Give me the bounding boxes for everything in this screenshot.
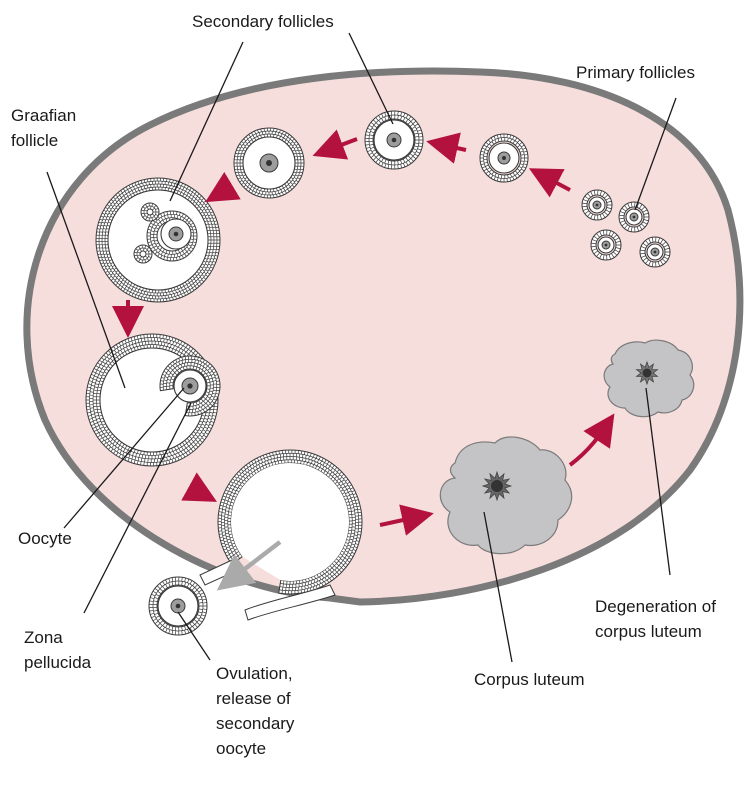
label-degeneration-1: Degeneration of	[595, 597, 716, 616]
primary-follicle-4	[640, 237, 670, 267]
secondary-follicle-medium	[365, 111, 423, 169]
primary-follicle-3	[591, 230, 621, 260]
label-ovulation-3: secondary	[216, 714, 295, 733]
label-secondary-follicles: Secondary follicles	[192, 12, 334, 31]
label-zona-2: pellucida	[24, 653, 92, 672]
corpus-luteum	[440, 437, 571, 554]
degenerating-corpus-luteum	[604, 340, 694, 416]
secondary-follicle-small	[480, 134, 528, 182]
label-oocyte: Oocyte	[18, 529, 72, 548]
label-primary-follicles: Primary follicles	[576, 63, 695, 82]
label-degeneration-2: corpus luteum	[595, 622, 702, 641]
label-ovulation-1: Ovulation,	[216, 664, 293, 683]
label-graafian-1: Graafian	[11, 106, 76, 125]
label-ovulation-4: oocyte	[216, 739, 266, 758]
primary-follicle-1	[582, 190, 612, 220]
early-graafian-follicle	[96, 178, 220, 302]
secondary-follicle-large	[234, 128, 304, 198]
released-oocyte	[149, 577, 207, 635]
label-ovulation-2: release of	[216, 689, 291, 708]
label-zona-1: Zona	[24, 628, 63, 647]
label-corpus-luteum: Corpus luteum	[474, 670, 585, 689]
primary-follicle-2	[619, 202, 649, 232]
label-graafian-2: follicle	[11, 131, 58, 150]
